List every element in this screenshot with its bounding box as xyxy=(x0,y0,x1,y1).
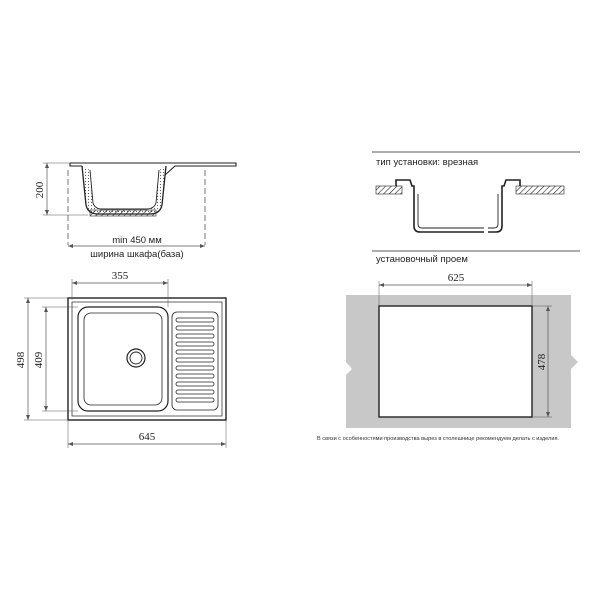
drain-inner xyxy=(129,351,143,365)
countertop-left xyxy=(375,185,403,195)
min-width-label: min 450 мм xyxy=(112,235,162,246)
drainboard-ribs xyxy=(175,317,215,403)
overall-height-label: 498 xyxy=(15,351,27,368)
depth-label: 200 xyxy=(34,181,46,198)
cabinet-width-label: ширина шкафа(база) xyxy=(90,249,183,260)
cutout-title: установочный проем xyxy=(376,254,468,265)
mounted-sink-profile-left xyxy=(395,179,484,233)
overall-width-label: 645 xyxy=(139,431,156,443)
cutout-section: установочный проем 625 478 В связи с осо… xyxy=(317,250,580,442)
bowl-outline xyxy=(77,306,169,412)
mounting-type-section: тип установки: врезная xyxy=(372,151,580,233)
production-note: В связи с особенностями производства выр… xyxy=(317,436,559,442)
top-view: 355 498 409 645 xyxy=(15,270,227,448)
drainboard xyxy=(171,311,219,411)
cutout-height-label: 478 xyxy=(536,353,548,370)
bowl-width-label: 355 xyxy=(112,270,129,282)
install-type-label: тип установки: врезная xyxy=(376,157,478,168)
sink-rim xyxy=(70,162,237,176)
countertop-right xyxy=(515,185,565,195)
cutout-opening xyxy=(378,305,533,418)
drain-outer xyxy=(126,348,146,368)
mounted-sink-profile-right xyxy=(488,179,521,233)
cutout-width-label: 625 xyxy=(448,272,465,284)
bowl-height-label: 409 xyxy=(33,351,45,368)
side-section-view: 200 min 450 мм ширина шкафа(база) xyxy=(34,162,237,260)
sink-outline xyxy=(67,297,227,421)
bowl-bottom-hatch xyxy=(89,209,157,217)
